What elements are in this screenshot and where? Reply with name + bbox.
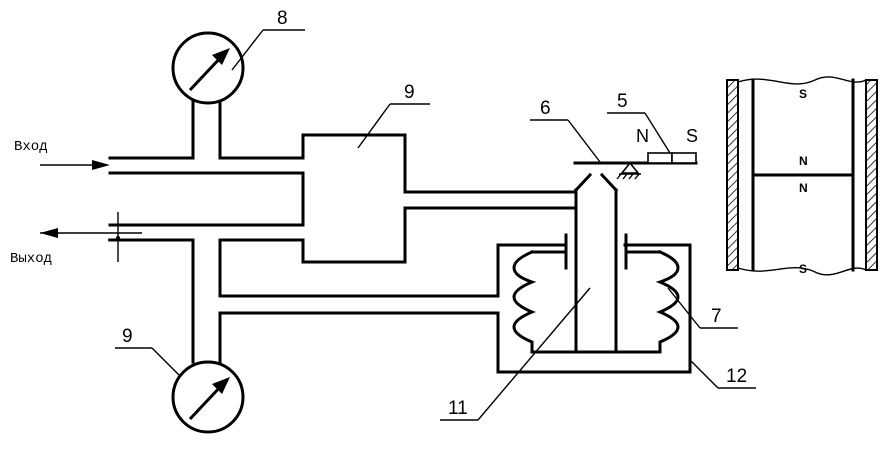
callout-8: 8 bbox=[277, 8, 288, 29]
gauge-bottom bbox=[171, 360, 245, 434]
outlet-arrow bbox=[40, 212, 142, 262]
housing bbox=[496, 243, 692, 374]
lever bbox=[573, 161, 698, 180]
section-pole-top: S bbox=[799, 87, 807, 101]
outlet-label: Выход bbox=[10, 251, 52, 267]
magnet-section bbox=[726, 76, 878, 276]
callout-leaders bbox=[115, 29, 756, 421]
callout-6: 6 bbox=[540, 98, 551, 119]
gauge-top bbox=[171, 31, 245, 105]
magnet-pole-s: S bbox=[686, 126, 698, 146]
callout-9-chamber: 9 bbox=[404, 82, 415, 103]
bellows bbox=[512, 250, 680, 354]
rod bbox=[564, 172, 628, 354]
callout-7: 7 bbox=[711, 306, 722, 327]
pipework bbox=[108, 98, 578, 364]
section-pole-mid-upper: N bbox=[799, 154, 808, 168]
callout-9-gauge: 9 bbox=[122, 326, 133, 347]
inlet-label: Вход bbox=[14, 139, 48, 155]
inlet-arrow bbox=[40, 160, 110, 170]
section-pole-mid-lower: N bbox=[799, 181, 808, 195]
section-pole-bottom: S bbox=[799, 262, 807, 276]
chamber bbox=[301, 133, 407, 264]
callout-5: 5 bbox=[617, 91, 628, 112]
callout-12: 12 bbox=[726, 366, 747, 387]
magnet-pole-n: N bbox=[636, 126, 649, 146]
lever-magnet bbox=[647, 152, 697, 164]
callout-11: 11 bbox=[448, 398, 468, 419]
